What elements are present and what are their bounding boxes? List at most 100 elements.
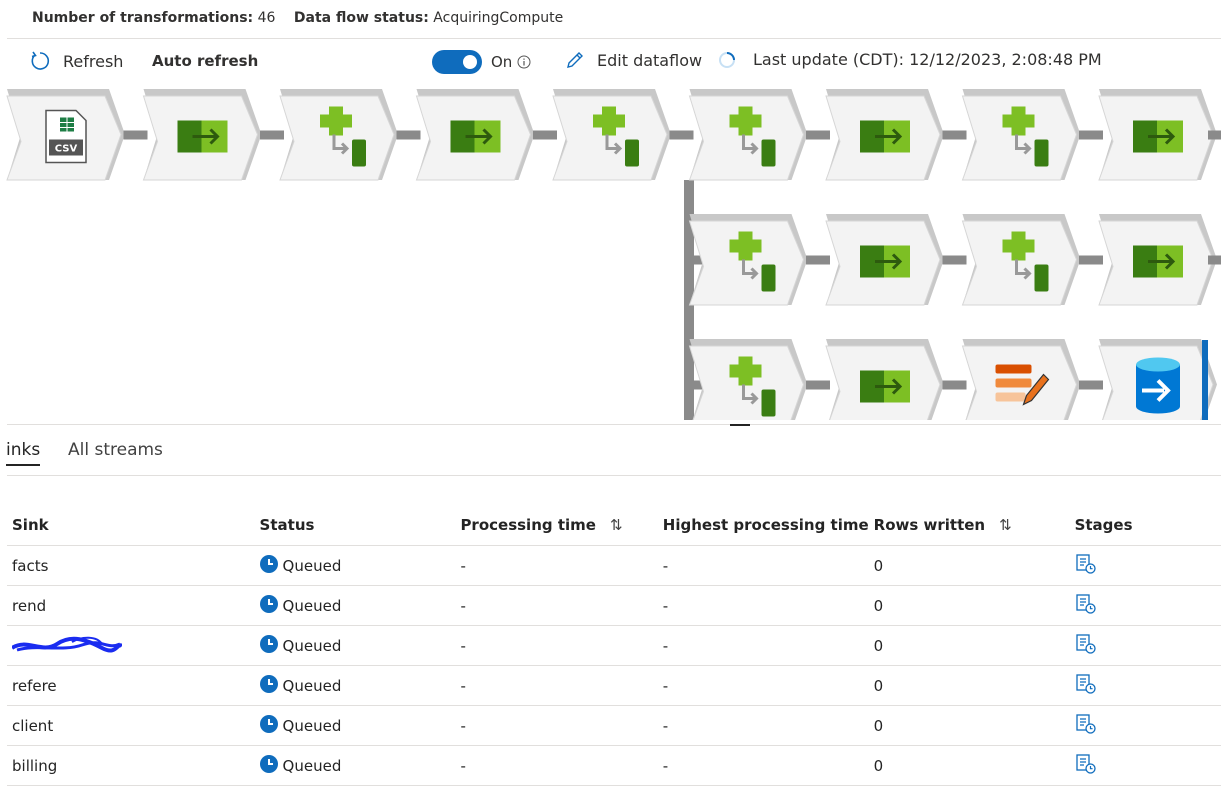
toggle-state-label: On: [491, 53, 513, 71]
transformation-node[interactable]: [1079, 214, 1217, 306]
sink-name-cell: rend: [7, 585, 255, 626]
auto-refresh-toggle[interactable]: On: [432, 50, 531, 74]
info-icon[interactable]: [517, 55, 531, 69]
processing-time-cell: -: [455, 665, 658, 706]
derived-column-icon: [729, 231, 776, 292]
svg-text:CSV: CSV: [55, 144, 78, 155]
dataflow-summary: Number of transformations: 46 Data flow …: [32, 10, 577, 26]
sort-icon[interactable]: ⇅: [999, 516, 1012, 534]
clock-icon: [259, 594, 278, 617]
column-header-stages: Stages: [1069, 505, 1221, 546]
derived-column-icon: [729, 356, 776, 417]
status-cell: Queued: [254, 705, 456, 746]
table-header-row: Sink Status Processing time⇅ Highest pro…: [7, 505, 1221, 546]
tab-sinks[interactable]: inks: [6, 440, 41, 466]
transformations-label: Number of transformations:: [32, 10, 254, 26]
transformation-node[interactable]: [942, 89, 1081, 181]
status-cell: Queued: [254, 585, 456, 626]
refresh-button[interactable]: Refresh: [29, 50, 123, 72]
stages-details-icon[interactable]: [1075, 593, 1097, 619]
transformation-node[interactable]: [396, 89, 535, 181]
highest-processing-time-cell: -: [657, 585, 869, 626]
column-header-processing-time[interactable]: Processing time⇅: [455, 505, 658, 546]
rows-written-cell: 0: [868, 665, 1070, 706]
toggle-switch[interactable]: [432, 50, 482, 74]
status-text: Queued: [282, 716, 342, 735]
clock-icon: [259, 754, 278, 777]
refresh-label: Refresh: [63, 51, 124, 71]
rows-written-cell: 0: [868, 545, 1070, 586]
sink-icon: [1136, 357, 1180, 414]
rows-written-cell: 0: [868, 585, 1070, 626]
tab-all-streams[interactable]: All streams: [68, 440, 163, 460]
last-update: Last update (CDT): 12/12/2023, 2:08:48 P…: [718, 50, 1102, 69]
status-label: Data flow status:: [293, 10, 429, 26]
highest-processing-time-cell: -: [657, 545, 869, 586]
dataflow-graph: CSV: [6, 89, 1221, 420]
stages-details-icon[interactable]: [1075, 753, 1097, 779]
transformation-node[interactable]: [1079, 89, 1217, 181]
pencil-icon: [565, 50, 585, 70]
transformations-count: 46: [257, 10, 276, 26]
stages-details-icon[interactable]: [1075, 553, 1097, 579]
csv-source-icon: CSV: [45, 109, 87, 164]
column-header-sink[interactable]: Sink: [7, 505, 255, 546]
derived-column-icon: [1002, 106, 1049, 167]
column-header-highest-processing-time[interactable]: Highest processing time: [657, 505, 869, 546]
highest-processing-time-cell: -: [657, 705, 869, 746]
transformation-node[interactable]: CSV: [6, 89, 125, 181]
transformation-node[interactable]: [533, 89, 671, 181]
sink-name-cell: refere: [7, 665, 255, 706]
column-header-status[interactable]: Status: [254, 505, 456, 546]
transformation-node[interactable]: [806, 339, 944, 420]
transformation-node[interactable]: [123, 89, 262, 181]
sink-name-cell: facts: [7, 545, 255, 586]
transformation-node[interactable]: [806, 214, 944, 306]
select-icon: [450, 120, 501, 153]
transformation-node[interactable]: [688, 339, 808, 420]
table-row[interactable]: Queued--0: [7, 625, 1221, 666]
edit-dataflow-label: Edit dataflow: [597, 50, 703, 70]
transformation-node[interactable]: [260, 89, 398, 181]
transformation-node[interactable]: [942, 339, 1081, 420]
clock-icon: [259, 634, 278, 657]
sinks-table: Sink Status Processing time⇅ Highest pro…: [7, 505, 1221, 786]
dataflow-graph-canvas[interactable]: CSV: [0, 85, 1221, 420]
dataflow-status-value: AcquiringCompute: [433, 10, 564, 26]
processing-time-cell: -: [455, 625, 658, 666]
refresh-icon: [29, 50, 51, 72]
resize-handle[interactable]: [730, 424, 750, 426]
stages-cell: [1069, 705, 1221, 746]
derived-column-icon: [320, 106, 366, 167]
stages-details-icon[interactable]: [1075, 633, 1097, 659]
edit-dataflow-button[interactable]: Edit dataflow: [565, 50, 702, 70]
last-update-text: Last update (CDT): 12/12/2023, 2:08:48 P…: [753, 50, 1102, 69]
tabs-divider: [7, 475, 1221, 476]
select-icon: [1133, 245, 1183, 278]
clock-icon: [259, 714, 278, 737]
column-header-rows-written[interactable]: Rows written⇅: [868, 505, 1070, 546]
select-icon: [177, 120, 228, 153]
transformation-node[interactable]: [669, 89, 808, 181]
select-icon: [860, 245, 910, 278]
divider: [7, 38, 1221, 39]
highest-processing-time-cell: -: [657, 665, 869, 706]
status-cell: Queued: [254, 545, 456, 586]
sort-icon[interactable]: ⇅: [609, 516, 623, 534]
transformation-node[interactable]: [942, 214, 1081, 306]
clock-icon: [259, 554, 278, 577]
stages-details-icon[interactable]: [1075, 713, 1097, 739]
transformation-node[interactable]: [806, 89, 944, 181]
transformation-node[interactable]: [1079, 339, 1217, 420]
transformation-node[interactable]: [688, 214, 808, 306]
processing-time-cell: -: [455, 545, 658, 586]
select-icon: [1133, 120, 1183, 153]
sink-name-cell: client: [7, 705, 255, 746]
stages-details-icon[interactable]: [1075, 673, 1097, 699]
processing-time-cell: -: [455, 585, 658, 626]
